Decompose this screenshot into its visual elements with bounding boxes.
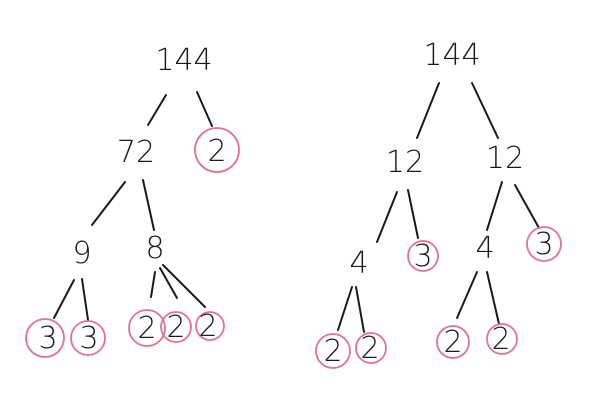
prime-circle: [486, 323, 518, 355]
tree-node-root: 144: [423, 38, 480, 73]
prime-factor: 3: [413, 239, 432, 274]
prime-factor: 2: [323, 334, 342, 369]
tree-node: 9: [72, 236, 91, 271]
tree-node: 12: [486, 141, 524, 176]
prime-factor: 2: [198, 309, 217, 344]
edge: [337, 286, 353, 331]
prime-factor: 3: [79, 321, 98, 356]
edge: [514, 184, 540, 229]
edge: [147, 94, 167, 126]
prime-factor: 2: [491, 322, 510, 357]
prime-factor: 2: [166, 310, 185, 345]
prime-circle: [160, 311, 192, 343]
prime-circle: [355, 332, 387, 364]
edge: [162, 264, 206, 308]
edge: [376, 191, 398, 243]
prime-circle: [195, 311, 225, 341]
edge: [81, 278, 89, 321]
edge: [142, 179, 155, 231]
prime-circle: [70, 320, 106, 356]
edge: [53, 279, 75, 319]
edge: [407, 189, 419, 239]
prime-circle: [315, 333, 351, 369]
factor-tree-right: 144 12 12 4 3 4 3 2 2 2 2: [315, 38, 562, 369]
edge: [456, 271, 478, 319]
tree-node: 72: [117, 135, 155, 170]
edge: [486, 271, 500, 325]
prime-factor: 3: [38, 321, 57, 356]
prime-factor: 2: [360, 331, 379, 366]
prime-circle: [526, 226, 562, 262]
prime-circle: [25, 318, 65, 358]
tree-node: 4: [349, 246, 368, 281]
prime-circle: [407, 240, 439, 272]
edge: [150, 271, 156, 298]
edge: [416, 82, 440, 139]
prime-circle: [194, 127, 240, 173]
factor-tree-left: 144 72 2 9 8 3 3 2 2 2: [25, 43, 240, 358]
edge: [471, 82, 499, 139]
tree-node: 4: [475, 231, 494, 266]
prime-factor: 2: [207, 134, 226, 169]
tree-node-root: 144: [155, 43, 212, 78]
edge: [91, 181, 126, 226]
prime-factor: 3: [534, 227, 553, 262]
tree-node: 12: [386, 145, 424, 180]
tree-node: 8: [145, 231, 164, 266]
prime-factor: 2: [137, 311, 156, 346]
edge: [486, 181, 503, 231]
prime-factor: 2: [443, 325, 462, 360]
edge: [355, 286, 365, 333]
prime-circle: [436, 325, 470, 359]
edge: [196, 91, 213, 127]
edge: [159, 267, 178, 299]
prime-circle: [128, 309, 166, 347]
